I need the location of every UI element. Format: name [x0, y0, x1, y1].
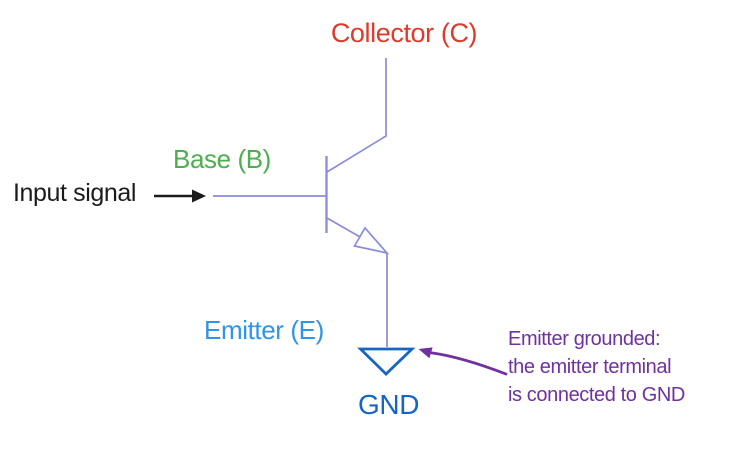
- emitter-diagonal-wire: [326, 217, 362, 239]
- annotation-line-1: Emitter grounded:: [508, 328, 661, 350]
- annotation-line-3: is connected to GND: [508, 384, 685, 406]
- emitter-label: Emitter (E): [204, 315, 324, 345]
- annotation-line-2: the emitter terminal: [508, 356, 672, 378]
- input-signal-label: Input signal: [13, 179, 137, 207]
- annotation-arrow-line: [429, 351, 508, 376]
- base-label: Base (B): [173, 144, 271, 174]
- emitter-arrowhead-icon: [353, 226, 390, 255]
- gnd-label: GND: [358, 389, 420, 420]
- emitter-grounded-annotation: Emitter grounded: the emitter terminal i…: [508, 325, 685, 409]
- input-arrow-icon: [192, 189, 206, 203]
- collector-wire: [326, 58, 387, 173]
- collector-label: Collector (C): [330, 18, 478, 48]
- annotation-arrow-icon: [418, 347, 433, 359]
- ground-symbol-icon: [357, 347, 416, 376]
